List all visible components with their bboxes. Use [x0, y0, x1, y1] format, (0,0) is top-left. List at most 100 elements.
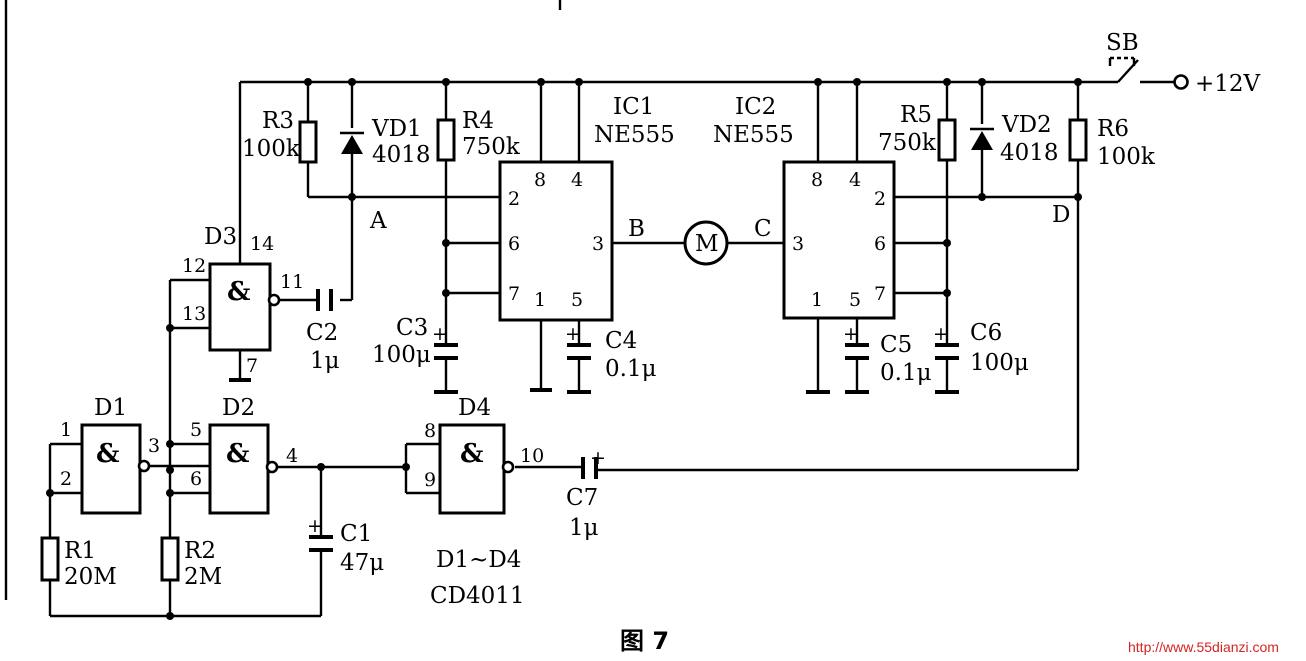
junction-dots: [46, 78, 1082, 620]
svg-text:750k: 750k: [878, 130, 937, 156]
svg-text:20M: 20M: [64, 564, 117, 590]
svg-text:0.1μ: 0.1μ: [880, 360, 932, 386]
node-a-label: A: [369, 208, 387, 234]
resistor-r4: R4 750k: [436, 108, 521, 162]
svg-text:6: 6: [874, 233, 886, 255]
svg-text:14: 14: [250, 233, 274, 255]
gate-d2: & D2 5 6 4: [190, 395, 298, 515]
capacitor-c1: + C1 47μ: [307, 515, 384, 576]
svg-text:R2: R2: [184, 538, 216, 564]
svg-text:4018: 4018: [372, 142, 431, 168]
svg-text:8: 8: [811, 169, 823, 191]
ic1-part: NE555: [594, 122, 675, 148]
svg-text:C4: C4: [605, 328, 637, 354]
svg-text:R3: R3: [262, 108, 294, 134]
ic2-name: IC2: [735, 94, 776, 120]
svg-text:VD2: VD2: [1001, 112, 1052, 138]
capacitor-c7: + C7 1μ: [566, 447, 606, 541]
svg-text:7: 7: [874, 283, 886, 305]
svg-text:1: 1: [534, 289, 546, 311]
wires: [48, 80, 1174, 618]
figure-caption: 图 7: [620, 627, 669, 655]
page-border: [4, 0, 562, 600]
resistor-r6: R6 100k: [1068, 116, 1156, 170]
svg-text:C1: C1: [340, 521, 372, 547]
svg-text:8: 8: [424, 420, 436, 442]
diode-vd1: VD1 4018: [340, 116, 431, 168]
svg-text:3: 3: [592, 233, 604, 255]
svg-text:D3: D3: [204, 224, 237, 250]
svg-text:2: 2: [60, 468, 72, 490]
gate-group-part: CD4011: [430, 583, 525, 609]
svg-text:750k: 750k: [462, 134, 521, 160]
svg-text:R1: R1: [64, 538, 96, 564]
svg-text:10: 10: [520, 445, 544, 467]
ic2-ne555: IC2 NE555 2 6 7 8 4 1 5 3: [713, 94, 896, 320]
motor-m: M: [683, 220, 729, 266]
svg-text:2M: 2M: [184, 564, 222, 590]
ic1-name: IC1: [613, 94, 654, 120]
capacitor-c3: + C3 100μ: [372, 315, 458, 368]
svg-text:1μ: 1μ: [310, 348, 340, 374]
svg-text:+: +: [843, 323, 859, 345]
svg-text:2: 2: [874, 188, 886, 210]
ic2-part: NE555: [713, 122, 794, 148]
svg-text:3: 3: [148, 435, 160, 457]
svg-text:+: +: [590, 447, 606, 469]
gate-d3: & D3 12 13 14 11 7: [182, 224, 304, 377]
svg-text:7: 7: [246, 355, 258, 377]
ground-symbols: [229, 378, 959, 394]
resistor-r3: R3 100k: [242, 108, 318, 164]
svg-text:C3: C3: [396, 315, 428, 341]
watermark-url: http://www.55dianzi.com: [1128, 639, 1279, 655]
svg-text:R6: R6: [1097, 116, 1129, 142]
svg-text:4: 4: [286, 445, 298, 467]
gate-group-name: D1~D4: [436, 547, 521, 573]
resistor-r2: R2 2M: [160, 536, 222, 590]
svg-text:1: 1: [60, 419, 72, 441]
gate-d1: & D1 1 2 3: [60, 395, 160, 515]
svg-text:&: &: [96, 439, 119, 469]
svg-text:100k: 100k: [242, 136, 301, 162]
svg-text:R5: R5: [900, 102, 932, 128]
svg-text:11: 11: [280, 271, 304, 293]
capacitor-c4: + C4 0.1μ: [565, 323, 657, 382]
svg-text:+: +: [565, 323, 581, 345]
svg-text:5: 5: [571, 289, 583, 311]
capacitor-c6: + C6 100μ: [933, 320, 1029, 376]
capacitor-c2: C2 1μ: [306, 289, 340, 374]
svg-text:+: +: [933, 323, 949, 345]
svg-text:4018: 4018: [1000, 140, 1059, 166]
svg-text:5: 5: [190, 419, 202, 441]
resistor-r1: R1 20M: [40, 536, 117, 590]
svg-text:12: 12: [182, 255, 206, 277]
svg-text:M: M: [695, 231, 719, 257]
svg-text:D1: D1: [94, 395, 127, 421]
switch-label: SB: [1106, 30, 1139, 56]
svg-text:13: 13: [182, 303, 206, 325]
svg-text:100μ: 100μ: [970, 350, 1029, 376]
node-d-label: D: [1052, 202, 1070, 228]
capacitor-c5: + C5 0.1μ: [843, 323, 932, 386]
node-c-label: C: [754, 216, 772, 242]
svg-text:&: &: [227, 277, 250, 307]
svg-text:3: 3: [792, 233, 804, 255]
svg-text:&: &: [226, 439, 249, 469]
switch-sb: SB: [1106, 30, 1139, 83]
svg-text:1: 1: [811, 289, 823, 311]
svg-text:100μ: 100μ: [372, 342, 431, 368]
resistor-r5: R5 750k: [878, 102, 957, 162]
svg-text:5: 5: [849, 289, 861, 311]
svg-text:C5: C5: [880, 332, 912, 358]
svg-text:+: +: [432, 323, 448, 345]
svg-text:C7: C7: [566, 485, 598, 511]
diode-vd2: VD2 4018: [970, 112, 1059, 166]
svg-text:100k: 100k: [1097, 144, 1156, 170]
svg-text:C2: C2: [306, 320, 338, 346]
ic1-ne555: IC1 NE555 2 6 7 8 4 1 5 3: [498, 94, 675, 322]
svg-text:1μ: 1μ: [569, 515, 599, 541]
svg-text:2: 2: [508, 188, 520, 210]
svg-text:D4: D4: [458, 395, 491, 421]
svg-text:8: 8: [534, 169, 546, 191]
